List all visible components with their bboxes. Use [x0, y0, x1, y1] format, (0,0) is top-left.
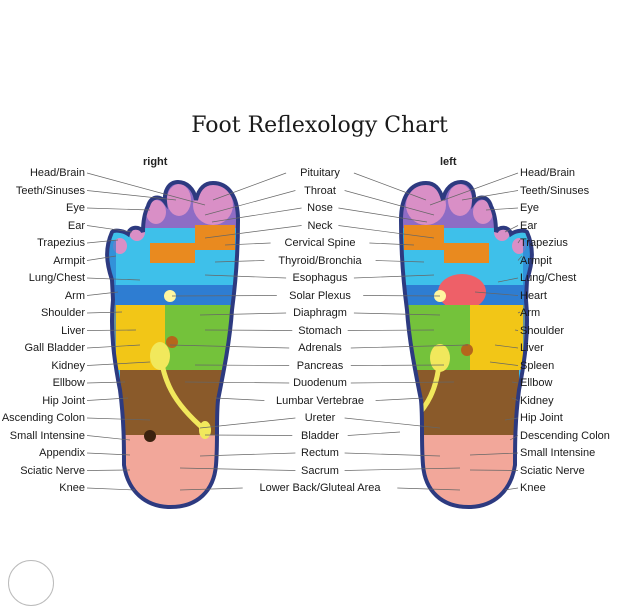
- label-right-foot-14: Ascending Colon: [1, 412, 85, 424]
- label-right-foot-3: Ear: [67, 219, 85, 232]
- label-left-foot-7: Heart: [520, 289, 547, 302]
- label-left-foot-1: Teeth/Sinuses: [520, 184, 590, 197]
- label-right-foot-12: Ellbow: [52, 377, 85, 389]
- label-right-foot-4: Trapezius: [37, 237, 85, 249]
- label-left-foot-3: Ear: [520, 219, 538, 232]
- label-right-foot-18: Knee: [59, 482, 85, 494]
- label-right-foot-1: Teeth/Sinuses: [15, 184, 85, 197]
- label-center-13: Lumbar Vertebrae: [275, 394, 365, 407]
- label-left-foot-18: Knee: [520, 482, 546, 494]
- left-foot-label: left: [440, 156, 457, 168]
- label-right-foot-2: Eye: [66, 202, 85, 214]
- label-center-8: Diaphragm: [293, 307, 347, 319]
- label-right-foot-9: Liver: [61, 324, 85, 337]
- label-left-foot-9: Shoulder: [520, 324, 565, 337]
- label-center-17: Sacrum: [301, 464, 339, 477]
- label-left-foot-14: Hip Joint: [520, 412, 563, 424]
- label-left-foot-12: Ellbow: [520, 377, 553, 389]
- label-center-7: Solar Plexus: [289, 289, 351, 302]
- label-center-5: Thyroid/Bronchia: [278, 254, 362, 267]
- label-left-foot-16: Small Intensine: [520, 447, 596, 459]
- label-right-foot-11: Kidney: [51, 359, 85, 372]
- label-center-12: Duodenum: [293, 377, 347, 389]
- label-right-foot-15: Small Intensine: [9, 429, 85, 442]
- label-center-0: Pituitary: [300, 167, 340, 179]
- leader-lines: [86, 172, 523, 491]
- label-left-foot-4: Trapezius: [520, 237, 568, 249]
- label-center-1: Throat: [304, 184, 336, 197]
- label-center-9: Stomach: [298, 324, 342, 337]
- label-left-foot-8: Arm: [520, 307, 541, 319]
- label-center-4: Cervical Spine: [284, 237, 356, 249]
- label-left-foot-15: Descending Colon: [520, 429, 610, 442]
- label-right-foot-16: Appendix: [39, 447, 85, 459]
- label-center-11: Pancreas: [296, 359, 344, 372]
- label-center-15: Bladder: [301, 429, 339, 442]
- label-right-foot-8: Shoulder: [40, 307, 85, 319]
- label-right-foot-5: Armpit: [53, 254, 85, 267]
- label-left-foot-13: Kidney: [520, 394, 554, 407]
- label-left-foot-5: Armpit: [520, 254, 552, 267]
- label-right-foot-0: Head/Brain: [29, 167, 85, 179]
- chart-title: Foot Reflexology Chart: [191, 113, 448, 138]
- label-center-18: Lower Back/Gluteal Area: [259, 482, 381, 494]
- label-left-foot-17: Sciatic Nerve: [520, 464, 585, 477]
- label-right-foot-7: Arm: [64, 289, 85, 302]
- right-foot-label: right: [143, 156, 168, 168]
- label-left-foot-10: Liver: [520, 342, 544, 354]
- label-right-foot-13: Hip Joint: [42, 394, 85, 407]
- label-center-16: Rectum: [301, 447, 339, 459]
- label-right-foot-6: Lung/Chest: [28, 272, 85, 284]
- label-right-foot-10: Gall Bladder: [24, 342, 85, 354]
- label-center-10: Adrenals: [298, 342, 342, 354]
- foot-illustration: [86, 172, 534, 510]
- label-center-3: Neck: [307, 219, 333, 232]
- label-center-2: Nose: [307, 202, 333, 214]
- label-left-foot-6: Lung/Chest: [520, 272, 577, 284]
- left-foot-outline: [398, 179, 534, 510]
- label-left-foot-2: Eye: [520, 202, 539, 214]
- label-center-14: Ureter: [304, 412, 336, 424]
- label-left-foot-11: Spleen: [520, 359, 555, 372]
- label-center-6: Esophagus: [292, 272, 348, 284]
- label-right-foot-17: Sciatic Nerve: [20, 464, 85, 477]
- label-left-foot-0: Head/Brain: [520, 167, 576, 179]
- corner-circle: [8, 560, 54, 606]
